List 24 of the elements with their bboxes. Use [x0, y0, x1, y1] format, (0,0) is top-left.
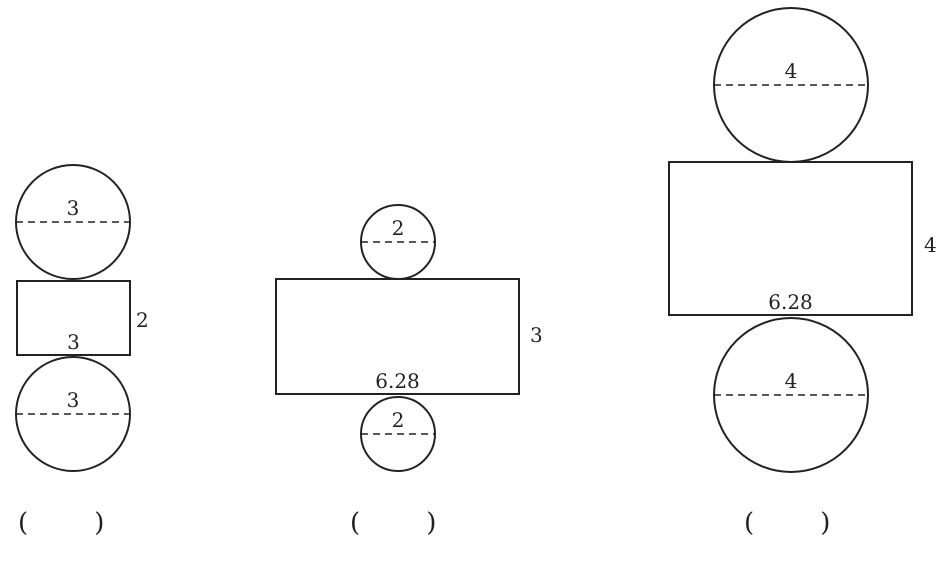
circle-shape — [713, 317, 869, 473]
diameter-value: 2 — [392, 217, 404, 239]
circle-shape — [360, 204, 436, 280]
answer-blank: ( ) — [18, 508, 104, 538]
diameter-value: 2 — [392, 409, 404, 431]
height-value: 3 — [530, 324, 543, 346]
diameter-value: 3 — [66, 197, 80, 219]
height-value: 2 — [136, 309, 149, 331]
diameter-value: 3 — [66, 389, 80, 411]
answer-blank: ( ) — [350, 508, 436, 538]
circle-shape — [15, 356, 131, 472]
diameter-value: 4 — [784, 370, 798, 392]
length-value: 6.28 — [768, 291, 813, 313]
height-value: 4 — [924, 234, 937, 256]
diameter-value: 4 — [784, 60, 798, 82]
rectangle — [275, 278, 520, 395]
rectangle — [16, 280, 131, 356]
length-value: 3 — [67, 331, 80, 353]
answer-blank: ( ) — [744, 508, 830, 538]
rectangle — [668, 161, 913, 316]
circle-shape — [15, 164, 131, 280]
length-value: 6.28 — [375, 370, 420, 392]
circle-shape — [713, 7, 869, 163]
circle-shape — [360, 396, 436, 472]
